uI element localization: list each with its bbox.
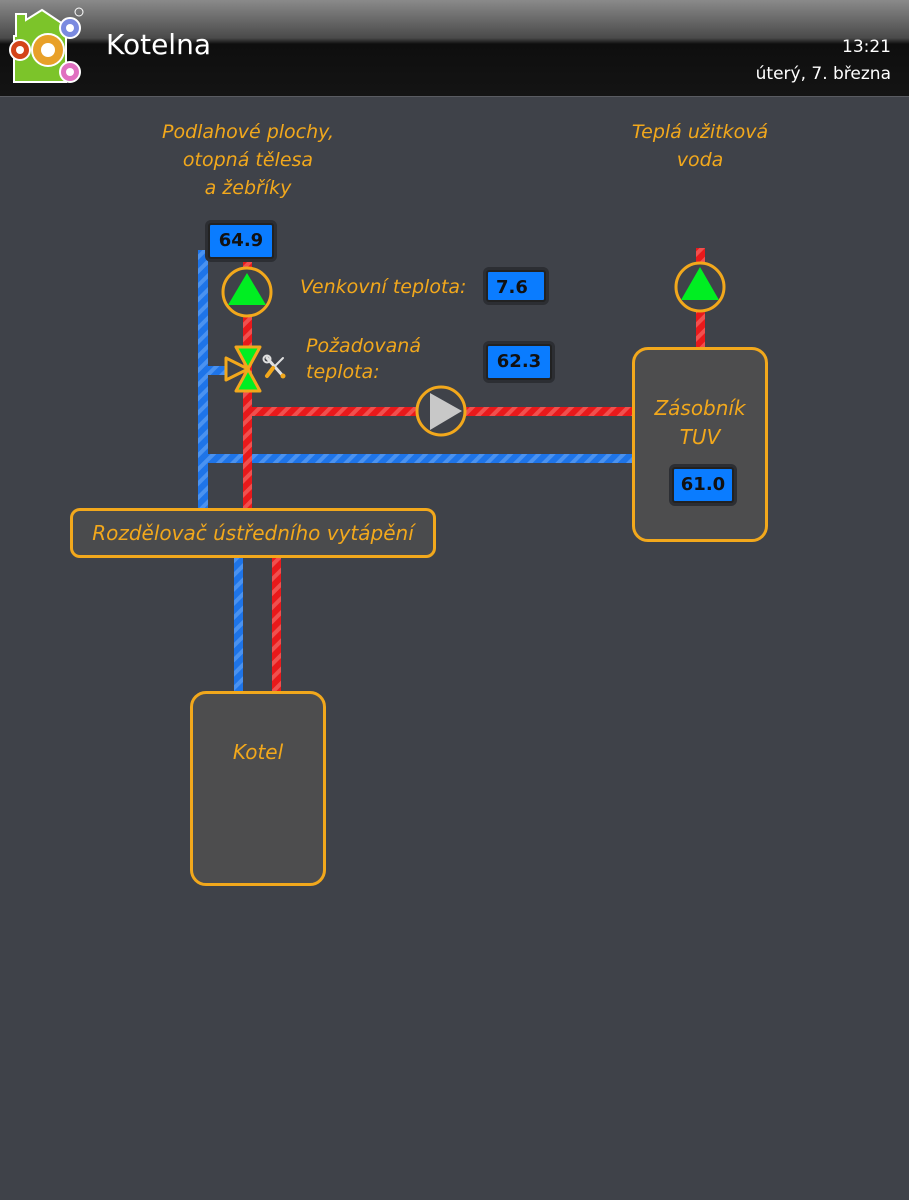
app-header: Kotelna 13:21 úterý, 7. března xyxy=(0,0,909,97)
label-outdoor-temp: Venkovní teplota: xyxy=(300,276,467,298)
heating-circuit-temp-value: 64.9 xyxy=(208,223,274,259)
mixing-valve[interactable] xyxy=(224,345,262,393)
tank-label: Zásobník TUV xyxy=(654,396,746,449)
boiler-label: Kotel xyxy=(232,740,284,764)
cold-pipes xyxy=(198,250,634,692)
tank-charging-pump[interactable] xyxy=(415,385,467,437)
cold-pipe-left-riser xyxy=(198,250,208,512)
page-title: Kotelna xyxy=(106,28,211,61)
valve-settings-icon[interactable] xyxy=(262,354,286,379)
pump-arrow-up-icon xyxy=(228,273,266,305)
distributor-label: Rozdělovač ústředního vytápění xyxy=(92,521,414,545)
required-temp-value[interactable]: 62.3 xyxy=(486,344,552,380)
pump-arrow-right-icon xyxy=(430,393,462,430)
cold-pipe-valve-branch xyxy=(198,366,232,375)
label-floor-heating: Podlahové plochy, otopná tělesa a žebřík… xyxy=(162,121,334,199)
hot-water-tank[interactable]: Zásobník TUV 61.0 xyxy=(632,347,768,542)
hot-pipe-boiler xyxy=(272,556,281,692)
tank-temp-value: 61.0 xyxy=(672,467,734,503)
boiler[interactable]: Kotel xyxy=(190,691,326,886)
label-hot-water: Teplá užitková voda xyxy=(631,121,769,171)
hot-water-pump[interactable] xyxy=(674,261,726,313)
heating-pump[interactable] xyxy=(221,266,273,318)
smart-home-logo-icon[interactable] xyxy=(6,6,86,86)
clock-date: úterý, 7. března xyxy=(755,64,891,84)
distributor-box[interactable]: Rozdělovač ústředního vytápění xyxy=(70,508,436,558)
clock-time: 13:21 xyxy=(842,37,891,57)
cold-pipe-boiler xyxy=(234,556,243,692)
pump-arrow-up-icon xyxy=(681,267,719,300)
cold-pipe-return-horizontal xyxy=(198,454,634,463)
outdoor-temp-value: 7.6 xyxy=(486,270,546,302)
label-required-temp: Požadovaná teplota: xyxy=(306,335,421,383)
